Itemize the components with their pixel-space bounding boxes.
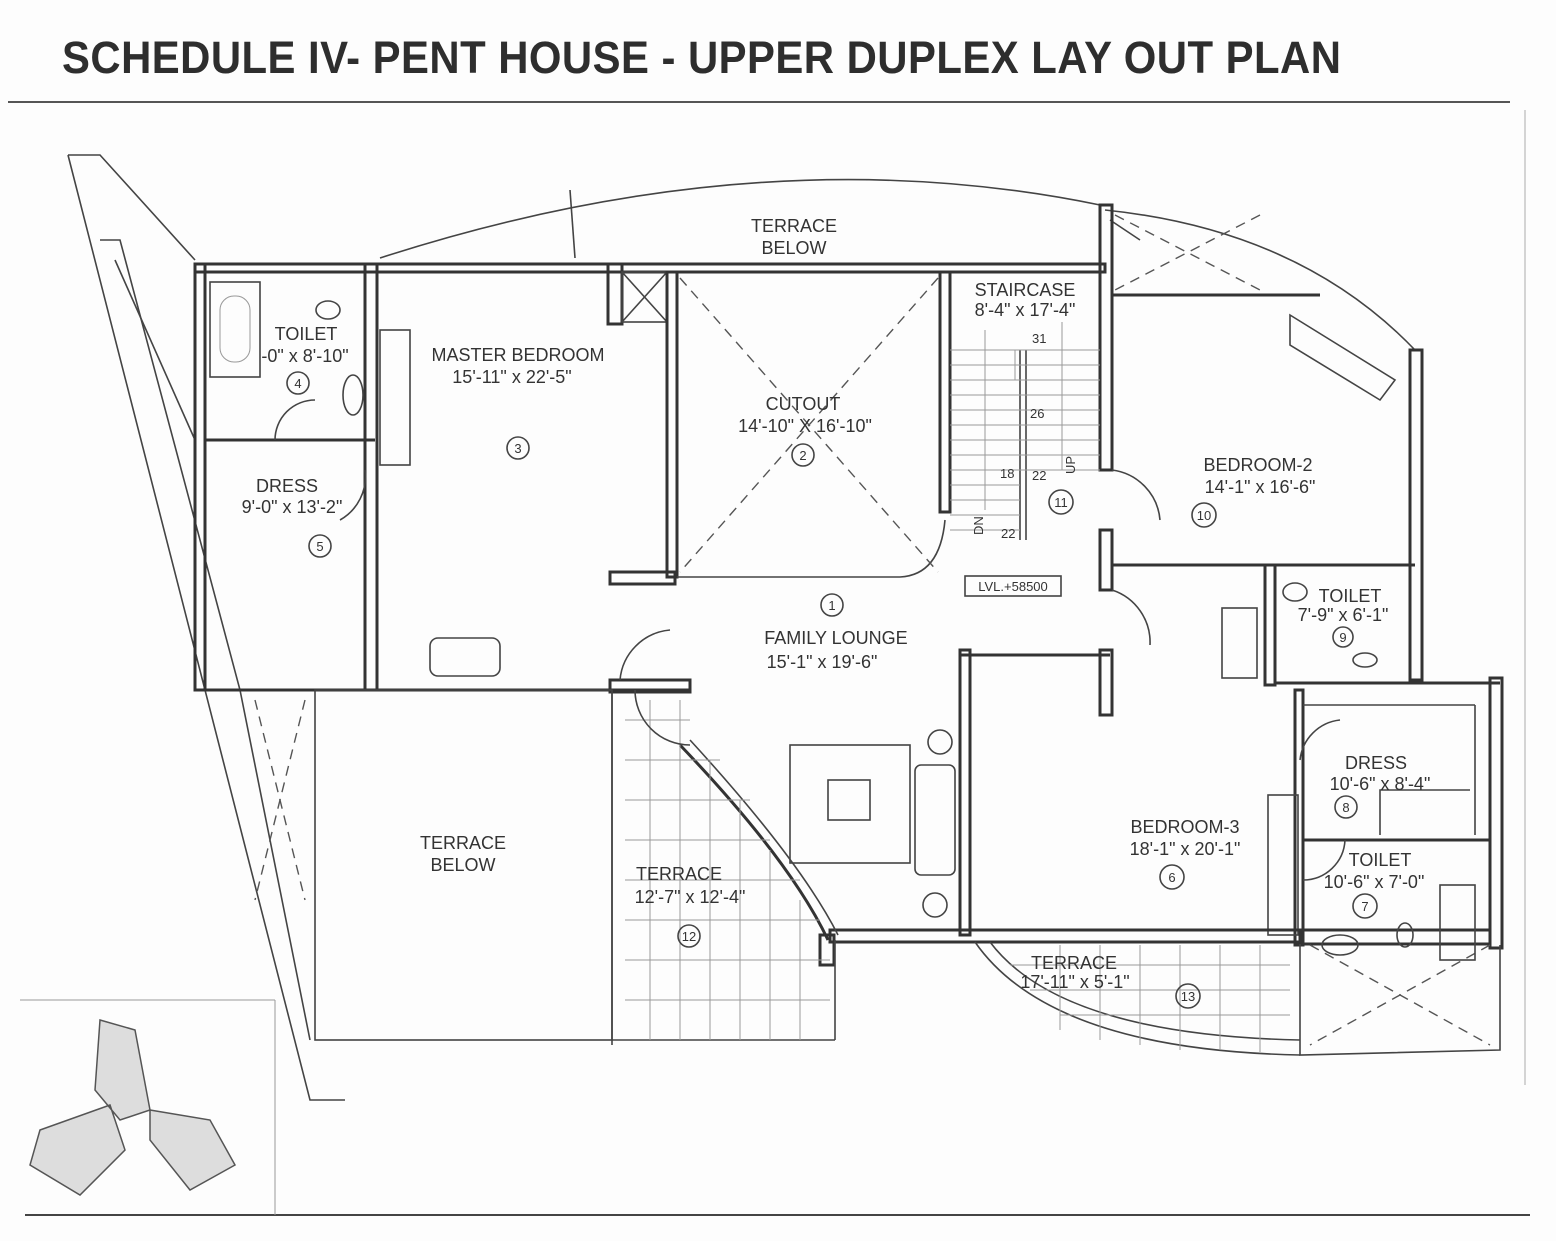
family-lounge-name: FAMILY LOUNGE [764,628,907,648]
room-number-4: 4 [294,376,301,391]
plan-title: SCHEDULE IV- PENT HOUSE - UPPER DUPLEX L… [62,32,1342,83]
toilet-icon [1396,922,1414,948]
room-number-8: 8 [1342,800,1349,815]
terrace-below-top-line1: TERRACE [751,216,837,236]
terrace-13-size: 17'-11" x 5'-1" [1020,972,1129,992]
room-number-1: 1 [828,598,835,613]
toilet-9-name: TOILET [1319,586,1382,606]
room-number-11: 11 [1054,495,1068,510]
cutout-cross [254,214,1491,1046]
room-number-13: 13 [1181,989,1195,1004]
toilet-icon [315,300,341,320]
toilet-4-name: TOILET [275,324,338,344]
room-number-6: 6 [1168,870,1175,885]
toilet-icon [1282,582,1308,602]
toilet-4-size: -0" x 8'-10" [261,346,348,366]
bathtub-icon [209,281,261,378]
dress-5-size: 9'-0" x 13'-2" [242,497,343,517]
step-number: 22 [1001,526,1015,541]
furniture [209,281,1476,961]
master-bedroom-name: MASTER BEDROOM [431,345,604,365]
key-plan [20,999,276,1215]
toilet-7-name: TOILET [1349,850,1412,870]
terrace-below-top-line2: BELOW [761,238,826,258]
family-lounge-size: 15'-1" x 19'-6" [767,652,878,672]
dress-8-size: 10'-6" x 8'-4" [1330,774,1431,794]
stair-up-label: UP [1063,456,1078,474]
step-number: 22 [1032,468,1046,483]
bedroom-2-size: 14'-1" x 16'-6" [1205,477,1316,497]
cutout-name: CUTOUT [766,394,841,414]
bedroom-2-name: BEDROOM-2 [1203,455,1312,475]
cutout-size: 14'-10" X 16'-10" [738,416,872,436]
room-number-12: 12 [682,929,696,944]
walls [193,203,1504,1056]
terrace-below-left-line2: BELOW [430,855,495,875]
toilet-9-size: 7'-9" x 6'-1" [1298,605,1389,625]
chair-icon [1221,607,1258,679]
sofa-icon [914,764,956,876]
terrace-tiles [625,700,1290,1052]
door-swings [274,399,1346,881]
right-upper-arc [1104,209,1416,351]
stair-down-label: DN [971,516,986,535]
room-number-5: 5 [316,539,323,554]
level-box [964,575,1062,597]
top-arc-wall [379,178,1101,259]
level-marker: LVL.+58500 [978,579,1048,594]
staircase-size: 8'-4" x 17'-4" [975,300,1076,320]
room-number-10: 10 [1197,508,1211,523]
dress-8-name: DRESS [1345,753,1407,773]
sink-icon [1321,934,1359,956]
step-number: 18 [1000,466,1014,481]
room-number-3: 3 [514,441,521,456]
bathtub-icon [1439,884,1476,961]
sofa-icon [429,637,501,677]
coffee-table-icon [789,744,911,864]
dress-5-name: DRESS [256,476,318,496]
sink-icon [342,374,364,416]
room-number-2: 2 [799,448,806,463]
sink-icon [1352,652,1378,668]
room-number-7: 7 [1361,899,1368,914]
terrace-below-left-line1: TERRACE [420,833,506,853]
toilet-7-size: 10'-6" x 7'-0" [1324,872,1425,892]
step-number: 31 [1032,331,1046,346]
master-bedroom-size: 15'-11" x 22'-5" [452,367,571,387]
terrace-13-name: TERRACE [1031,953,1117,973]
bedroom-3-name: BEDROOM-3 [1130,817,1239,837]
room-labels: TERRACE BELOW TERRACE BELOW FAMILY LOUNG… [242,216,1431,1009]
terrace-12-size: 12'-7" x 12'-4" [635,887,746,907]
bed-icon [1289,313,1397,402]
bedroom-3-size: 18'-1" x 20'-1" [1130,839,1241,859]
staircase [950,322,1100,540]
staircase-name: STAIRCASE [975,280,1076,300]
step-number: 26 [1030,406,1044,421]
wardrobe-icon [379,329,411,466]
room-number-9: 9 [1339,630,1346,645]
terrace-12-name: TERRACE [636,864,722,884]
left-outer-wall [67,154,345,1101]
